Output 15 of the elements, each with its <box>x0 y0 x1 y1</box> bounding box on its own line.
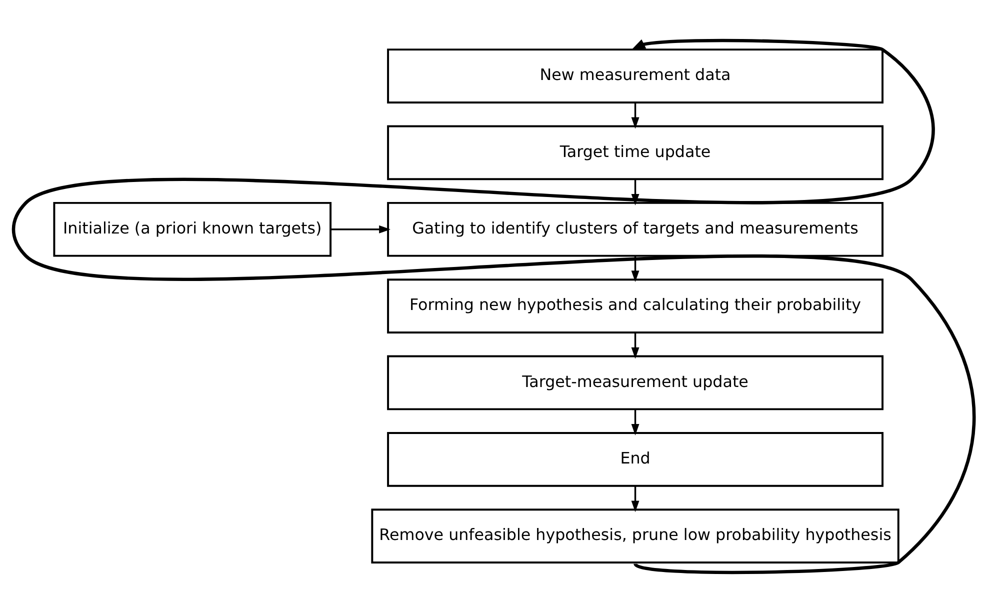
arrow <box>330 225 390 234</box>
node-box: Forming new hypothesis and calculating their probability <box>387 278 884 334</box>
node-box: Target-measurement update <box>387 355 884 410</box>
node-box: Target time update <box>387 125 884 180</box>
arrow <box>631 102 640 129</box>
node-box: Remove unfeasible hypothesis, prune low probability hypothesis <box>371 508 900 564</box>
node-box: Initialize (a priori known targets) <box>53 202 332 257</box>
node-box: End <box>387 432 884 487</box>
arrow <box>631 256 640 282</box>
arrow <box>631 410 640 436</box>
arrow <box>631 332 640 359</box>
arrow <box>631 486 640 512</box>
arrow <box>12 38 975 574</box>
node-box: New measurement data <box>387 48 884 104</box>
node-box: Gating to identify clusters of targets and measurements <box>387 202 884 257</box>
